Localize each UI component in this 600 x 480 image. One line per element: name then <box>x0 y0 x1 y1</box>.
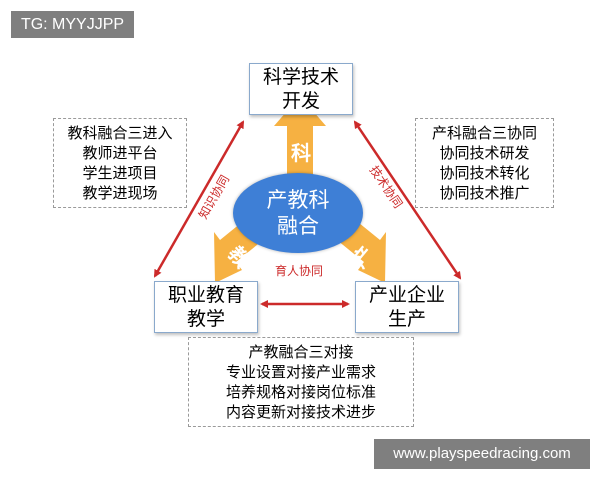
node-vocational-education: 职业教育 教学 <box>154 281 258 333</box>
note-bottom-line: 内容更新对接技术进步 <box>225 403 376 421</box>
node-industry-enterprise: 产业企业 生产 <box>355 281 459 333</box>
center-line1: 产教科 <box>266 188 330 212</box>
note-right-line: 产科融合三协同 <box>431 124 537 142</box>
note-bottom-line: 培养规格对接岗位标准 <box>225 383 376 401</box>
note-right-line: 协同技术推广 <box>439 184 530 202</box>
edge-right-line <box>353 120 462 280</box>
node-industry-enterprise-line2: 生产 <box>387 308 426 330</box>
note-bottom-line: 产教融合三对接 <box>248 343 354 361</box>
edge-left-line <box>153 120 245 278</box>
note-bottom-line: 专业设置对接产业需求 <box>225 363 376 381</box>
center-line2: 融合 <box>277 214 319 238</box>
note-left-line: 学生进项目 <box>82 164 158 182</box>
center-ellipse: 产教科 融合 <box>233 173 363 253</box>
arrow-top-label: 科 <box>291 141 311 165</box>
node-vocational-education-line2: 教学 <box>186 308 225 330</box>
note-right-line: 协同技术研发 <box>439 144 530 162</box>
node-industry-enterprise-line1: 产业企业 <box>368 284 445 306</box>
node-vocational-education-line1: 职业教育 <box>167 284 244 306</box>
node-science-tech-line2: 开发 <box>281 90 320 112</box>
watermark-tag: TG: MYYJJPP <box>11 11 134 38</box>
watermark-url: www.playspeedracing.com <box>374 439 590 469</box>
note-left: 教科融合三进入 教师进平台 学生进项目 教学进现场 <box>53 118 187 208</box>
arrow-top <box>274 96 326 178</box>
note-bottom: 产教融合三对接 专业设置对接产业需求 培养规格对接岗位标准 内容更新对接技术进步 <box>188 337 414 427</box>
node-science-tech: 科学技术 开发 <box>249 63 353 115</box>
note-right: 产科融合三协同 协同技术研发 协同技术转化 协同技术推广 <box>415 118 554 208</box>
note-right-line: 协同技术转化 <box>439 164 530 182</box>
note-left-line: 教科融合三进入 <box>67 124 173 142</box>
node-science-tech-line1: 科学技术 <box>262 66 339 88</box>
note-left-line: 教学进现场 <box>82 184 158 202</box>
edge-bottom-label: 育人协同 <box>275 264 324 278</box>
note-left-line: 教师进平台 <box>82 144 158 162</box>
